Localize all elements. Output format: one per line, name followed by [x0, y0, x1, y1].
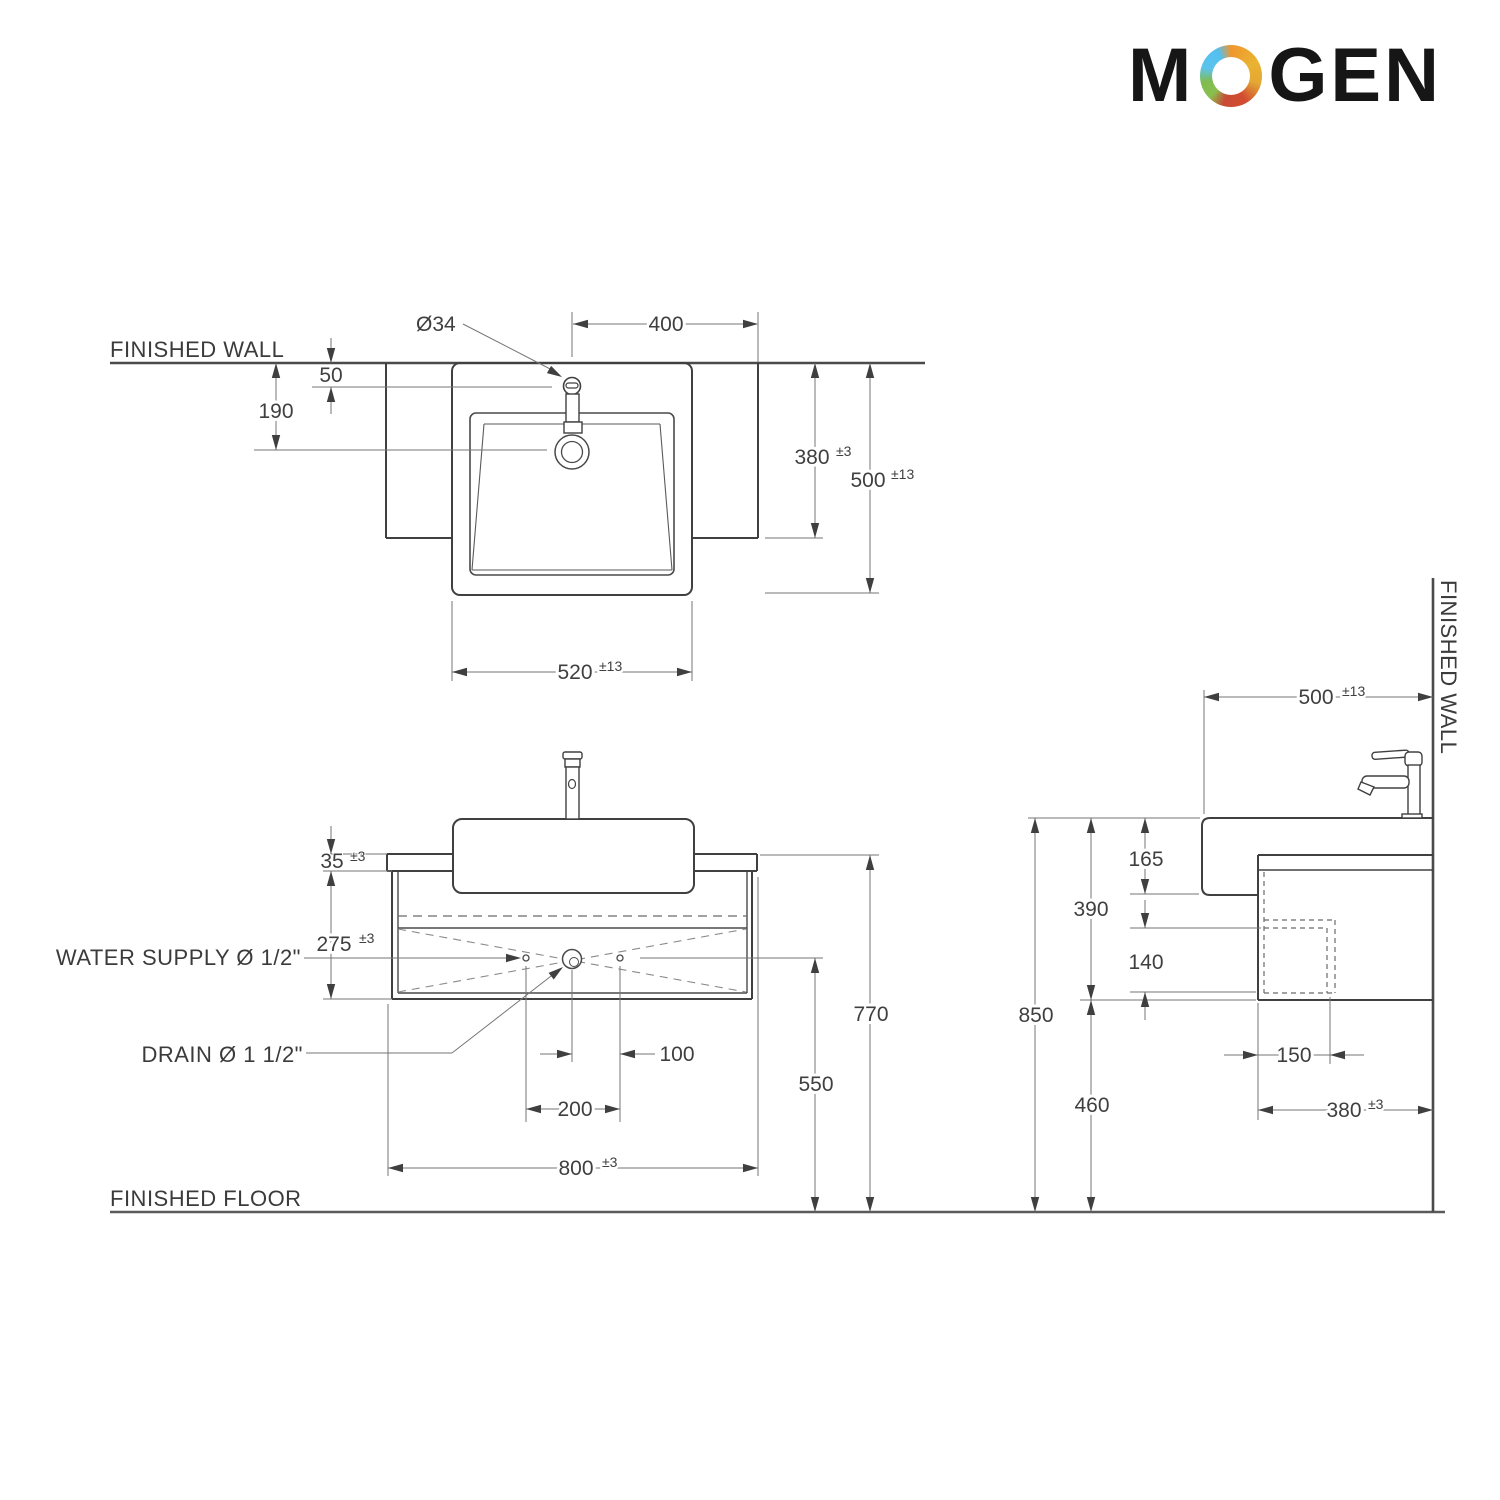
basin-front — [452, 818, 695, 894]
dim-500s-tol: ±13 — [1342, 683, 1365, 699]
dim-520-tol: ±13 — [599, 658, 622, 674]
dim-165-label: 165 — [1128, 848, 1163, 871]
front-view-dim-lines — [304, 826, 879, 1212]
front-view: 35 ±3 275 ±3 WATER SUPPLY Ø 1/2" DRAIN Ø… — [56, 751, 1445, 1214]
dim-380s-tol: ±3 — [1368, 1096, 1384, 1112]
hidden-drain-box-dashed — [1263, 872, 1336, 994]
logo-letters-gen: GEN — [1268, 33, 1443, 118]
dim-850-label: 850 — [1018, 1004, 1053, 1027]
side-finished-wall-label: FINISHED WALL — [1436, 580, 1461, 754]
side-view: FINISHED WALL 500 ±13 165 390 140 850 46… — [1015, 578, 1461, 1212]
dim-800-tol: ±3 — [602, 1154, 618, 1170]
dim-150-label: 150 — [1276, 1044, 1311, 1067]
dim-520-label: 520 — [557, 661, 592, 684]
dim-500s-label: 500 — [1298, 686, 1333, 709]
top-view: FINISHED WALL Ø34 400 50 190 380 ±3 500 … — [110, 310, 925, 687]
faucet-hole-dia-label: Ø34 — [416, 313, 456, 336]
dim-500-label: 500 — [850, 469, 885, 492]
dim-800-label: 800 — [558, 1157, 593, 1180]
dim-275-tol: ±3 — [359, 930, 375, 946]
dim-50-label: 50 — [319, 364, 342, 387]
water-supply-label: WATER SUPPLY Ø 1/2" — [56, 945, 301, 970]
dim-275-label: 275 — [316, 933, 351, 956]
dim-190-label: 190 — [258, 400, 293, 423]
dim-380-tol: ±3 — [836, 443, 852, 459]
drain-label: DRAIN Ø 1 1/2" — [141, 1042, 303, 1067]
top-view-dim-lines — [254, 312, 879, 681]
service-holes — [522, 948, 624, 970]
logo-letter-m: M — [1128, 33, 1195, 118]
dim-400-label: 400 — [648, 313, 683, 336]
mogen-logo: M GEN — [1128, 38, 1442, 114]
logo-color-ring-icon — [1200, 45, 1263, 107]
basin-plan — [451, 362, 693, 596]
faucet-side — [1357, 749, 1423, 819]
dim-500-tol: ±13 — [891, 466, 914, 482]
drain-plan — [554, 434, 590, 470]
front-view-arrows — [326, 839, 875, 1212]
cross-brace-dashed — [397, 928, 747, 993]
top-view-arrows — [271, 319, 875, 677]
faucet-plan — [565, 393, 580, 423]
dim-770-label: 770 — [853, 1003, 888, 1026]
dim-35-tol: ±3 — [350, 848, 366, 864]
faucet-front — [562, 751, 583, 820]
drain-hole — [561, 948, 583, 970]
dim-35-label: 35 — [320, 850, 343, 873]
dim-100-label: 100 — [659, 1043, 694, 1066]
dim-200-label: 200 — [557, 1098, 592, 1121]
dim-380-label: 380 — [794, 446, 829, 469]
dim-460-label: 460 — [1074, 1094, 1109, 1117]
dim-390-label: 390 — [1073, 898, 1108, 921]
side-view-dim-lines — [1028, 690, 1433, 1212]
finished-wall-label: FINISHED WALL — [110, 337, 284, 362]
basin-side-profile — [1201, 817, 1433, 896]
dim-140-label: 140 — [1128, 951, 1163, 974]
dim-380s-label: 380 — [1326, 1099, 1361, 1122]
dim-550-label: 550 — [798, 1073, 833, 1096]
finished-floor-label: FINISHED FLOOR — [110, 1186, 302, 1211]
